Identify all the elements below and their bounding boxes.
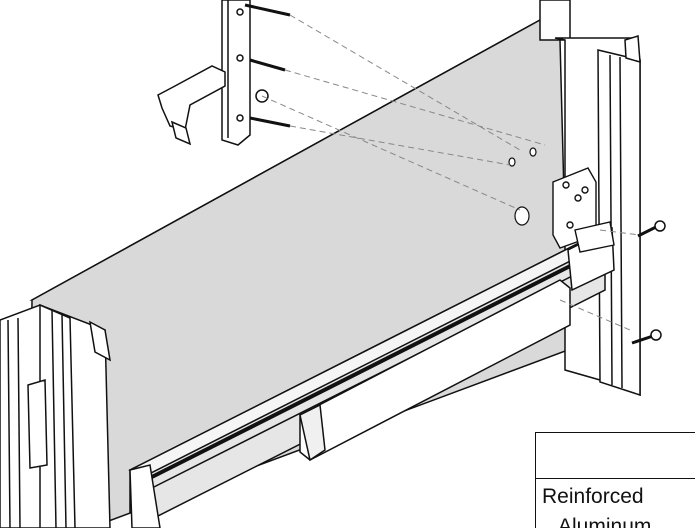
right-frame-jamb	[539, 0, 641, 397]
screw-icon	[631, 220, 666, 345]
mounting-hole	[529, 147, 537, 157]
door-face	[29, 19, 569, 528]
latch-mechanism	[552, 167, 615, 253]
left-frame-jamb	[0, 303, 111, 528]
lever-handle-icon	[157, 65, 226, 146]
table-header-row	[536, 433, 695, 479]
mounting-hole	[508, 157, 516, 167]
frame-material-label: Reinforced	[542, 485, 644, 508]
through-hole	[514, 206, 530, 226]
alignment-leaders	[261, 14, 641, 331]
lever-trim-plate	[221, 0, 291, 146]
frame-material-label-line2: Aluminum	[558, 515, 652, 528]
frame-material-table: Reinforced Aluminum	[535, 432, 695, 528]
push-bar-assembly	[128, 226, 615, 528]
